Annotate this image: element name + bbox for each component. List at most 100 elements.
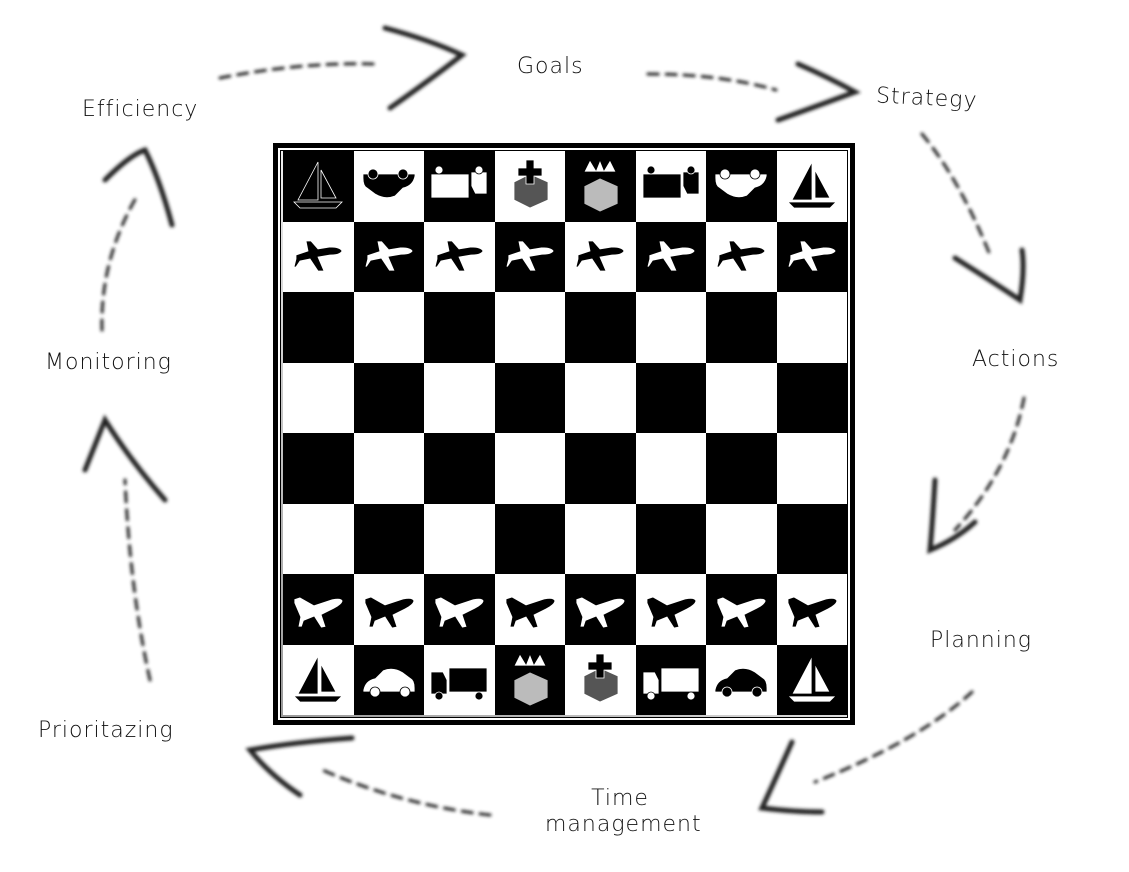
board-square-r8c5 <box>565 644 636 715</box>
label-time-line1: Time <box>591 786 649 811</box>
truck-light-icon <box>642 667 700 701</box>
board-square-r3c6 <box>635 292 706 363</box>
board-square-r8c1 <box>283 644 354 715</box>
car-upside-down-light-icon <box>714 168 768 199</box>
jet-dark-icon <box>575 240 625 272</box>
board-square-r2c7 <box>706 221 777 292</box>
board-square-r6c8 <box>776 503 847 574</box>
label-time-line2: management <box>545 812 702 837</box>
sailboat-dark-icon <box>786 162 837 209</box>
board-square-r5c2 <box>353 433 424 504</box>
plane-light-icon <box>575 596 626 629</box>
jet-light-icon <box>364 240 414 272</box>
board-square-r1c5 <box>565 151 636 222</box>
board-square-r3c2 <box>353 292 424 363</box>
board-square-r3c7 <box>706 292 777 363</box>
truck-upside-down-dark-icon <box>642 165 700 199</box>
label-prioritazing: Prioritazing <box>38 718 174 743</box>
arrow-planning-to-time <box>813 690 974 784</box>
plane-light-icon <box>434 596 485 629</box>
board-square-r8c2 <box>353 644 424 715</box>
board-square-r2c6 <box>635 221 706 292</box>
board-square-r6c4 <box>494 503 565 574</box>
plane-dark-icon <box>787 596 838 629</box>
board-square-r2c4 <box>494 221 565 292</box>
board-square-r7c2 <box>353 574 424 645</box>
board-square-r8c6 <box>635 644 706 715</box>
board-square-r3c1 <box>283 292 354 363</box>
jet-light-icon <box>646 240 696 272</box>
board-square-r4c7 <box>706 362 777 433</box>
board-square-r3c4 <box>494 292 565 363</box>
jet-dark-icon <box>716 240 766 272</box>
plane-dark-icon <box>364 596 415 629</box>
board-square-r4c1 <box>283 362 354 433</box>
box-crown-light-icon <box>513 652 549 707</box>
label-planning: Planning <box>930 628 1033 653</box>
board-square-r1c7 <box>706 151 777 222</box>
board-square-r7c5 <box>565 574 636 645</box>
sailboat-dark-icon <box>293 162 344 209</box>
board-square-r5c7 <box>706 433 777 504</box>
board-square-r1c1 <box>283 151 354 222</box>
car-dark-icon <box>714 667 768 698</box>
board-square-r8c3 <box>424 644 495 715</box>
board-square-r5c8 <box>776 433 847 504</box>
label-monitoring: Monitoring <box>45 350 172 375</box>
board-square-r5c6 <box>635 433 706 504</box>
arrow-efficiency-to-goals <box>218 62 377 80</box>
box-cross-dark-icon <box>513 159 549 209</box>
board-square-r4c5 <box>565 362 636 433</box>
board-square-r3c5 <box>565 292 636 363</box>
board-square-r4c2 <box>353 362 424 433</box>
box-cross-dark-icon <box>583 653 619 703</box>
label-efficiency: Efficiency <box>82 97 199 122</box>
board-square-r4c8 <box>776 362 847 433</box>
jet-dark-icon <box>293 240 343 272</box>
board-square-r4c3 <box>424 362 495 433</box>
jet-light-icon <box>505 240 555 272</box>
board-square-r6c2 <box>353 503 424 574</box>
plane-light-icon <box>293 596 344 629</box>
jet-light-icon <box>787 240 837 272</box>
board-square-r7c8 <box>776 574 847 645</box>
board-square-r6c3 <box>424 503 495 574</box>
truck-upside-down-light-icon <box>430 165 488 199</box>
board-square-r2c5 <box>565 221 636 292</box>
board-square-r5c3 <box>424 433 495 504</box>
board-square-r5c5 <box>565 433 636 504</box>
label-goals: Goals <box>517 54 584 79</box>
board-square-r7c7 <box>706 574 777 645</box>
board-square-r2c2 <box>353 221 424 292</box>
board-square-r7c4 <box>494 574 565 645</box>
car-light-icon <box>362 667 416 698</box>
label-strategy: Strategy <box>875 83 979 114</box>
board-square-r6c1 <box>283 503 354 574</box>
plane-dark-icon <box>646 596 697 629</box>
plane-light-icon <box>716 596 767 629</box>
board-square-r6c5 <box>565 503 636 574</box>
board-square-r1c6 <box>635 151 706 222</box>
car-upside-down-dark-icon <box>362 168 416 199</box>
arrow-goals-to-strategy <box>646 72 778 92</box>
label-actions: Actions <box>972 347 1060 372</box>
truck-dark-icon <box>430 667 488 701</box>
arrow-monitoring-to-efficiency <box>100 194 139 332</box>
board-square-r8c4 <box>494 644 565 715</box>
arrow-prioritazing-to-monitoring <box>123 478 152 682</box>
board-square-r3c3 <box>424 292 495 363</box>
board-square-r5c1 <box>283 433 354 504</box>
plane-dark-icon <box>505 596 556 629</box>
board-square-r7c1 <box>283 574 354 645</box>
board-square-r2c3 <box>424 221 495 292</box>
board-square-r7c3 <box>424 574 495 645</box>
label-time-management: Time management <box>545 786 702 838</box>
arrow-actions-to-planning <box>953 396 1026 532</box>
board-square-r1c8 <box>776 151 847 222</box>
jet-dark-icon <box>434 240 484 272</box>
board-square-r6c7 <box>706 503 777 574</box>
board-square-r8c8 <box>776 644 847 715</box>
board-square-r5c4 <box>494 433 565 504</box>
board-square-r3c8 <box>776 292 847 363</box>
